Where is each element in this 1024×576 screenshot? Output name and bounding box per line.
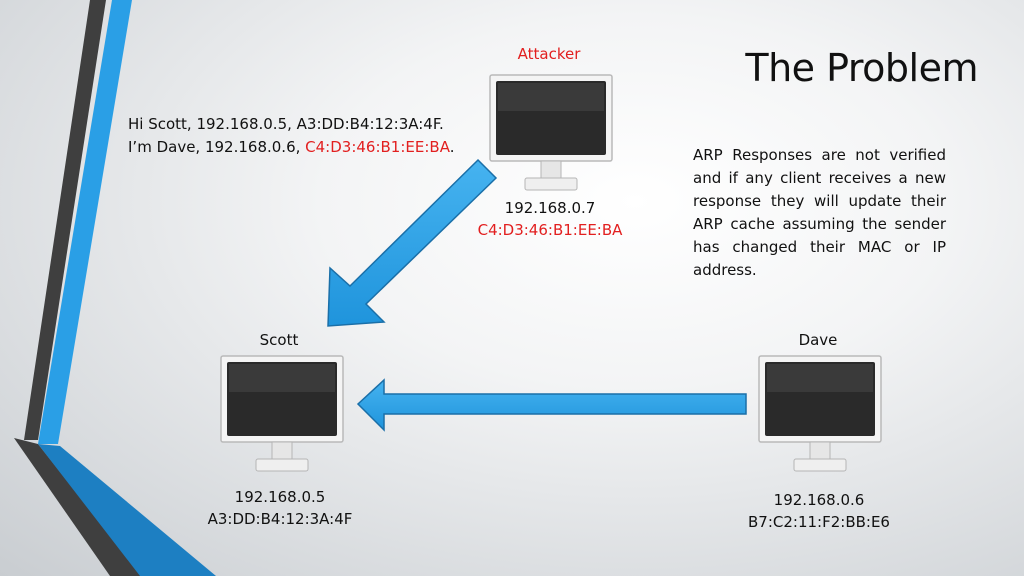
dave-mac: B7:C2:11:F2:BB:E6 bbox=[748, 513, 890, 531]
message-line-2: I’m Dave, 192.168.0.6, C4:D3:46:B1:EE:BA… bbox=[128, 138, 455, 156]
dave-ip: 192.168.0.6 bbox=[773, 491, 865, 509]
attacker-ip: 192.168.0.7 bbox=[504, 199, 596, 217]
attacker-to-scott-arrow-icon bbox=[327, 158, 498, 327]
scott-mac: A3:DD:B4:12:3A:4F bbox=[207, 510, 353, 528]
attacker-computer-icon bbox=[489, 74, 613, 192]
description-text: ARP Responses are not verified and if an… bbox=[693, 146, 946, 279]
scott-ip: 192.168.0.5 bbox=[234, 488, 326, 506]
spoofed-mac: C4:D3:46:B1:EE:BA bbox=[305, 138, 450, 156]
dave-to-scott-arrow-icon bbox=[356, 378, 747, 432]
attacker-mac: C4:D3:46:B1:EE:BA bbox=[477, 221, 623, 239]
slide-title: The Problem bbox=[745, 46, 978, 90]
attacker-name: Attacker bbox=[517, 45, 581, 63]
dave-computer-icon bbox=[758, 355, 882, 473]
scott-computer-icon bbox=[220, 355, 344, 473]
message-line-1: Hi Scott, 192.168.0.5, A3:DD:B4:12:3A:4F… bbox=[128, 115, 444, 133]
dave-name: Dave bbox=[798, 331, 838, 349]
spoofed-message: Hi Scott, 192.168.0.5, A3:DD:B4:12:3A:4F… bbox=[128, 113, 454, 159]
scott-name: Scott bbox=[259, 331, 299, 349]
